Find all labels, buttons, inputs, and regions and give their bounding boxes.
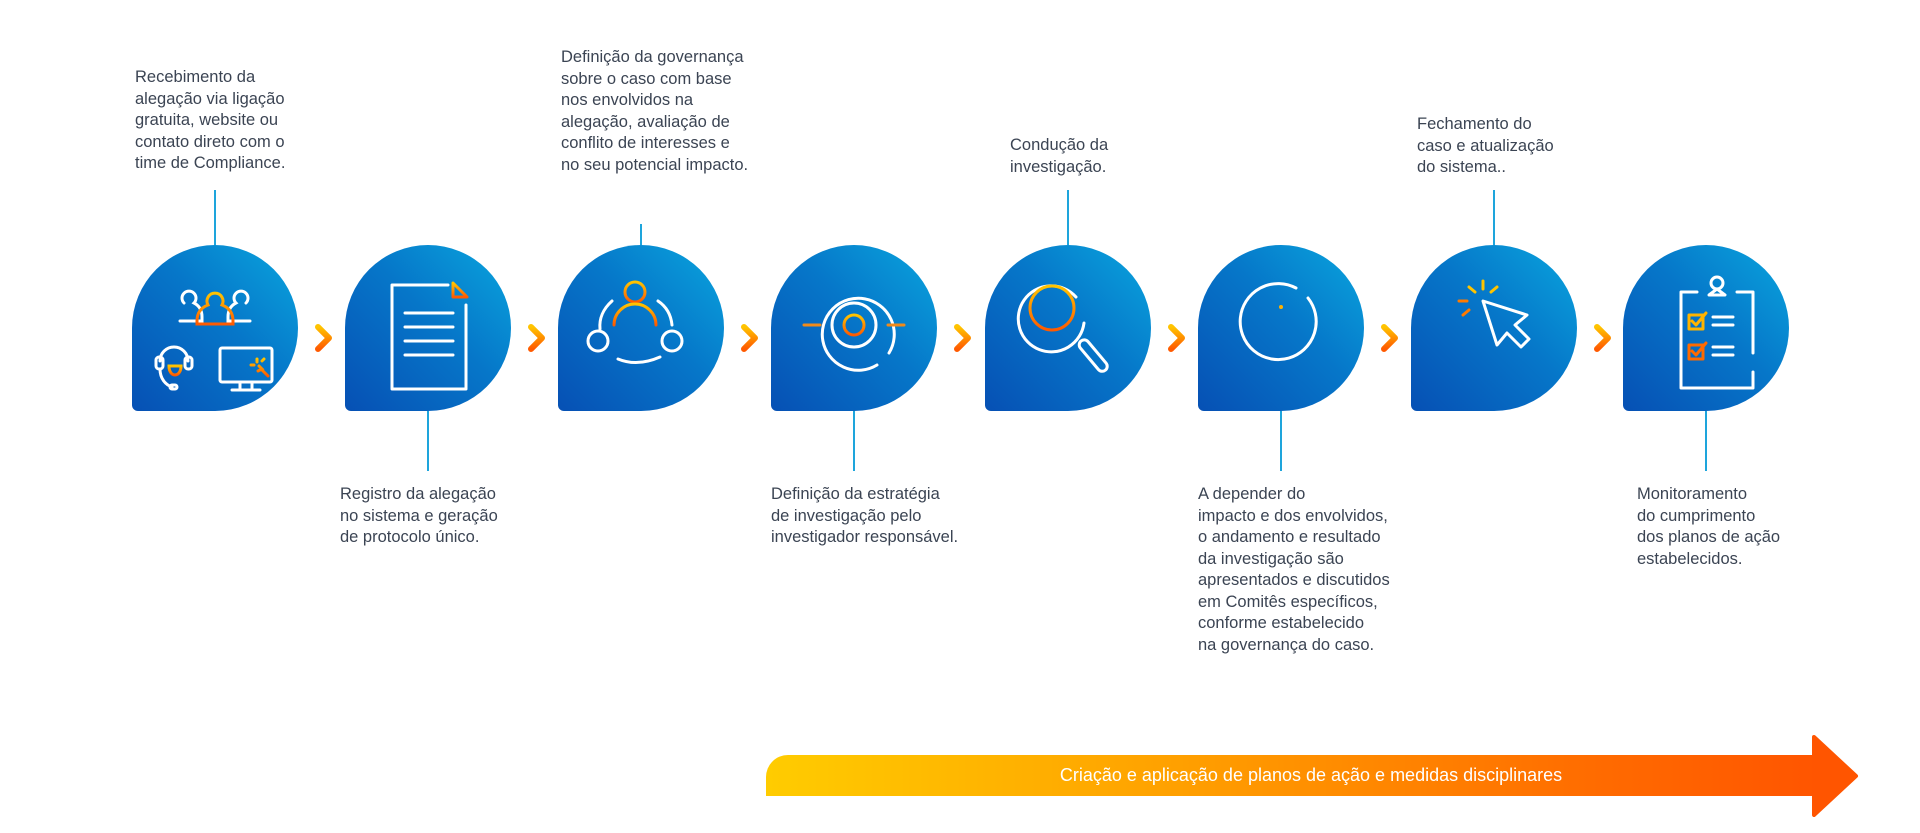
description-line: no sistema e geração — [340, 506, 498, 525]
description-line: do cumprimento — [1637, 506, 1756, 525]
people-network-icon — [586, 280, 684, 364]
chevron-right-icon — [741, 324, 758, 352]
chevron-right-icon — [954, 324, 971, 352]
description-line: Recebimento da — [135, 68, 256, 86]
description-line: impacto e dos envolvidos, — [1198, 506, 1388, 525]
description-line: A depender do — [1198, 485, 1306, 503]
step-1-tile — [132, 245, 298, 411]
arrow-head-icon — [1812, 735, 1858, 817]
connector-line — [214, 190, 216, 245]
step-5-tile — [985, 245, 1151, 411]
action-plans-arrow-bar — [766, 755, 1816, 796]
description-line: conflito de interesses e — [561, 134, 730, 152]
chevron-right-icon — [1594, 324, 1611, 352]
description-line: Fechamento do — [1417, 115, 1532, 133]
description-line: sobre o caso com base — [561, 69, 732, 88]
description-line: conforme estabelecido — [1198, 614, 1365, 632]
description-line: Condução da — [1010, 136, 1109, 154]
action-plans-label: Criação e aplicação de planos de ação e … — [1059, 765, 1563, 785]
description-line: de investigação pelo — [771, 506, 922, 525]
description-line: da investigação são — [1198, 549, 1344, 568]
step-7-tile — [1411, 245, 1577, 411]
description-line: Monitoramento — [1637, 485, 1748, 503]
description-line: investigação. — [1010, 157, 1107, 176]
target-icon — [802, 273, 906, 377]
description-line: investigador responsável. — [771, 528, 959, 546]
description-line: alegação via ligação — [135, 89, 285, 108]
step-1-description: Recebimento da alegação via ligação gratui… — [135, 67, 285, 175]
description-line: de protocolo único. — [340, 528, 480, 546]
description-line: time de Compliance. — [135, 154, 286, 172]
step-8-description: Monitoramento do cumprimento dos planos de… — [1637, 484, 1780, 570]
chevron-right-icon — [1168, 324, 1185, 352]
step-6-tile — [1198, 245, 1364, 411]
description-line: contato direto com o — [135, 132, 285, 151]
description-line: estabelecidos. — [1637, 549, 1743, 568]
chevron-right-icon — [315, 324, 332, 352]
description-line: apresentados e discutidos — [1198, 571, 1390, 589]
document-icon — [390, 281, 469, 391]
description-line: Definição da estratégia — [771, 485, 940, 503]
description-line: Registro da alegação — [340, 485, 496, 503]
clipboard-checklist-icon — [1679, 275, 1755, 390]
connector-line — [1705, 411, 1707, 471]
step-4-tile — [771, 245, 937, 411]
description-line: em Comitês específicos, — [1198, 592, 1378, 611]
step-3-tile — [558, 245, 724, 411]
contact-channels-icon — [154, 289, 274, 392]
description-line: na governança do caso. — [1198, 635, 1375, 654]
description-line: caso e atualização — [1417, 136, 1554, 155]
info-icon — [1238, 282, 1318, 362]
description-line: do sistema.. — [1417, 158, 1506, 176]
magnifier-icon — [1016, 284, 1109, 373]
step-7-description: Fechamento do caso e atualização do sistem… — [1417, 114, 1554, 179]
description-line: gratuita, website ou — [135, 111, 279, 129]
step-8-tile — [1623, 245, 1789, 411]
chevron-right-icon — [1381, 324, 1398, 352]
chevron-right-icon — [528, 324, 545, 352]
description-line: o andamento e resultado — [1198, 528, 1381, 546]
connector-line — [1493, 190, 1495, 245]
description-line: dos planos de ação — [1637, 528, 1781, 546]
step-4-description: Definição da estratégia de investigação p… — [771, 484, 958, 549]
connector-line — [1067, 190, 1069, 245]
connector-line — [853, 411, 855, 471]
description-line: Definição da governança — [561, 48, 744, 66]
description-line: alegação, avaliação de — [561, 112, 730, 131]
description-line: nos envolvidos na — [561, 91, 694, 109]
step-3-description: Definição da governança sobre o caso com … — [561, 47, 748, 176]
description-line: no seu potencial impacto. — [561, 155, 749, 174]
step-5-description: Condução da investigação. — [1010, 135, 1108, 178]
step-2-description: Registro da alegação no sistema e geração… — [340, 484, 498, 549]
step-6-description: A depender do impacto e dos envolvidos, o … — [1198, 484, 1390, 656]
step-2-tile — [345, 245, 511, 411]
connector-line — [427, 411, 429, 471]
connector-line — [640, 224, 642, 245]
cursor-click-icon — [1457, 279, 1531, 349]
connector-line — [1280, 411, 1282, 471]
